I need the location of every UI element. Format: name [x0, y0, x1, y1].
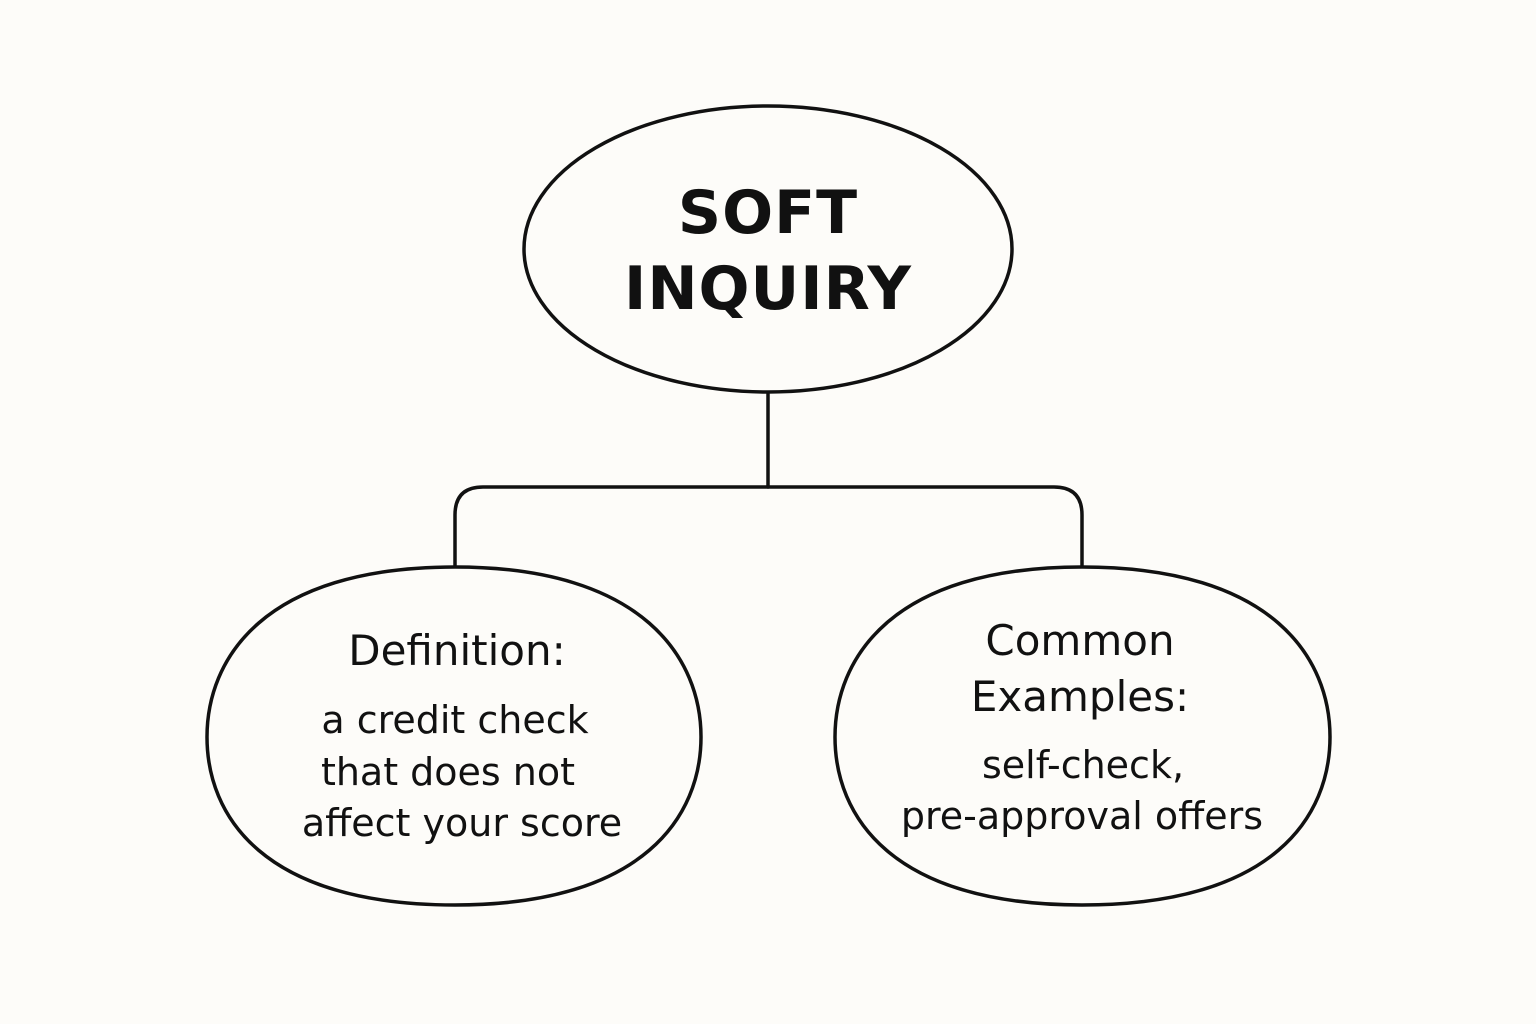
definition-text-line3: affect your score — [301, 801, 623, 845]
examples-heading-line2: Examples: — [970, 672, 1190, 721]
definition-text-line2: that does not — [320, 750, 576, 794]
root-title-line1: SOFT — [677, 178, 859, 248]
root-title-line2: INQUIRY — [624, 254, 912, 324]
definition-node-shape — [205, 565, 703, 907]
examples-heading-line1: Common — [985, 616, 1175, 665]
examples-text-line1: self-check, — [981, 743, 1185, 787]
root-node-shape — [522, 104, 1014, 394]
connector-branch — [453, 485, 1084, 567]
definition-heading: Definition: — [348, 626, 566, 675]
examples-text-line2: pre-approval offers — [900, 794, 1264, 838]
definition-text-line1: a credit check — [321, 698, 589, 742]
examples-node-shape — [833, 565, 1332, 907]
